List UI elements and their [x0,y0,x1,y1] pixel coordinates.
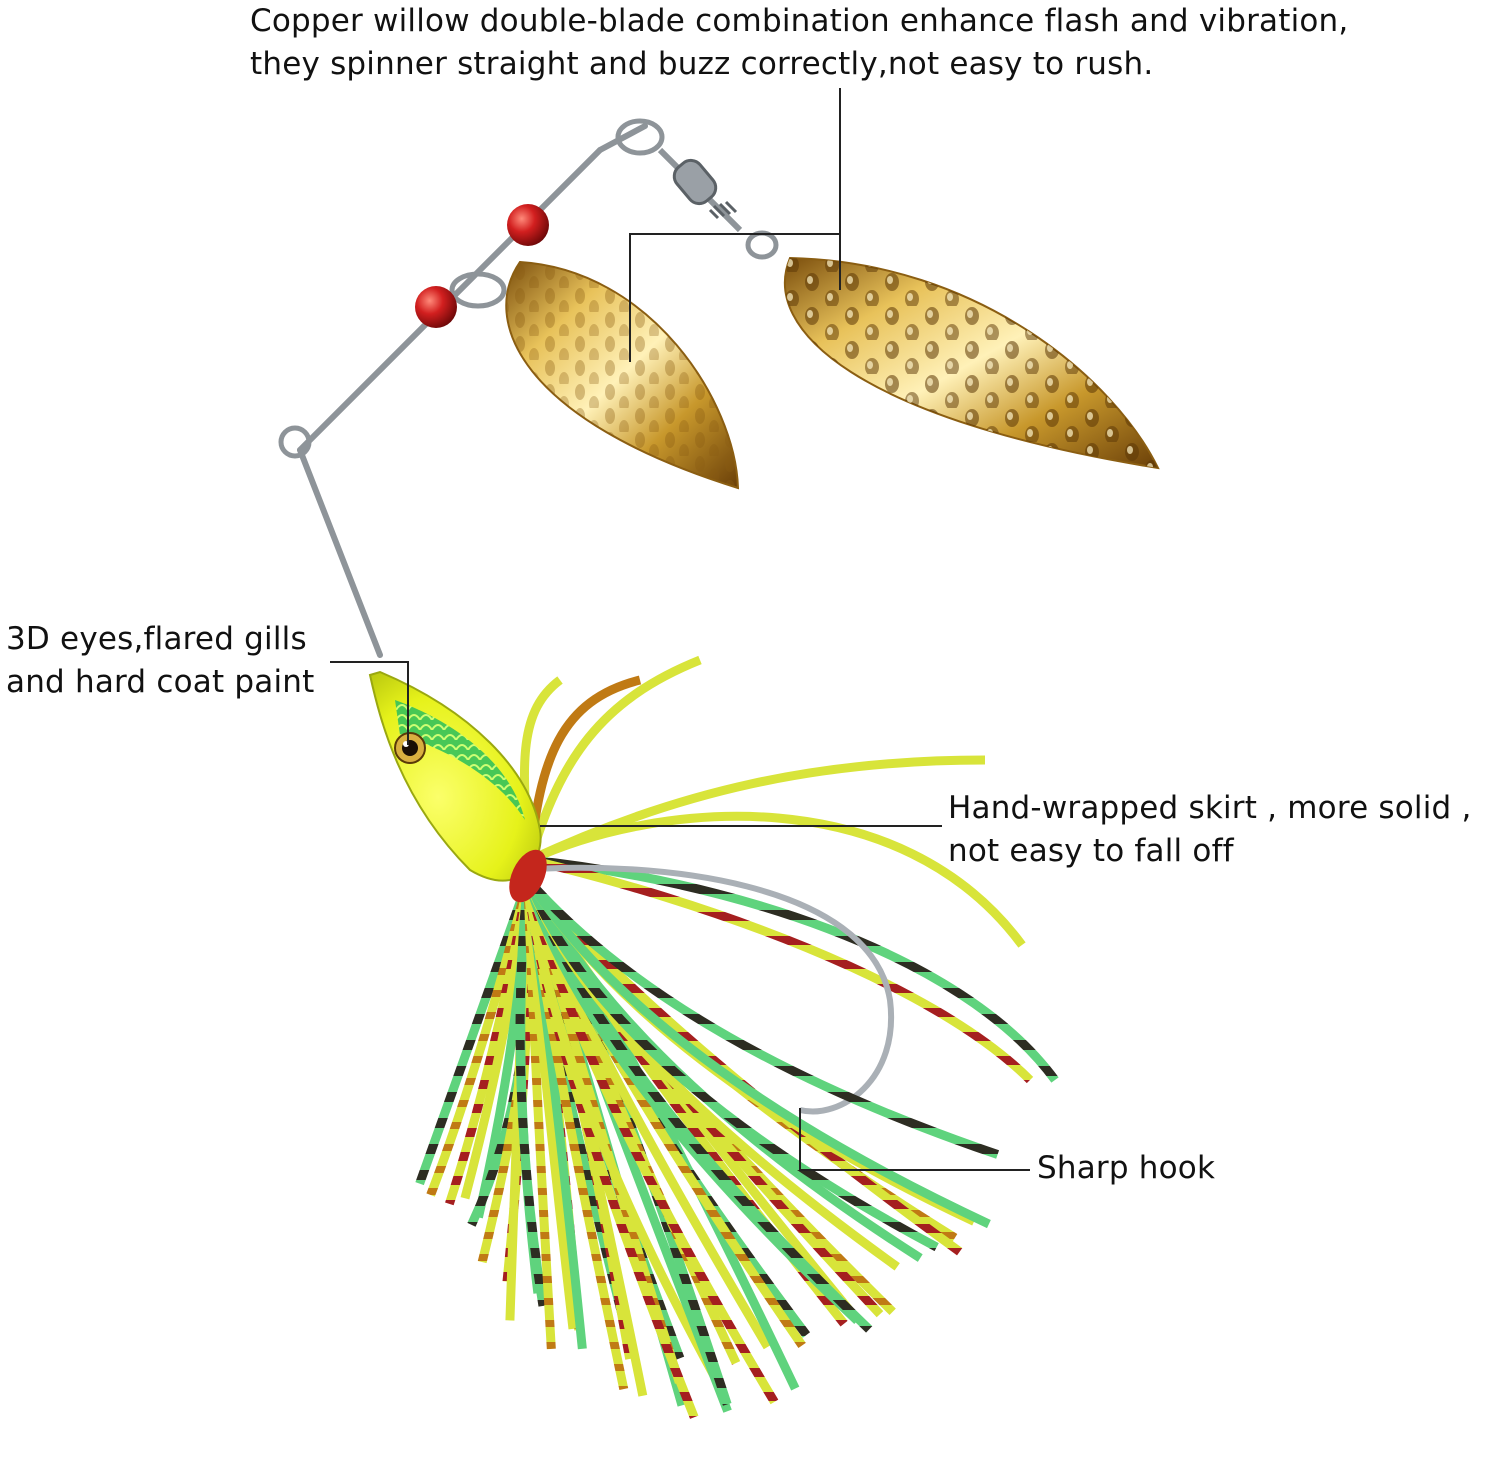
large-willow-blade [784,256,1160,470]
skirt-front-strands [415,877,1000,1419]
lead-head [368,670,542,882]
callout-eyes-line1: 3D eyes,flared gills [6,621,307,657]
callout-skirt-line2: not easy to fall off [948,833,1234,869]
leader-lines [330,88,1030,1171]
leader-eyes [330,661,409,745]
callout-blades-line2: they spinner straight and buzz correctly… [250,46,1154,82]
small-willow-blade [505,260,740,490]
callout-hook-text: Sharp hook [1037,1147,1215,1190]
swivel [657,147,743,233]
wire-loops [278,118,779,459]
callout-skirt-text: Hand-wrapped skirt , more solid , not ea… [948,787,1472,873]
red-bead-upper [507,204,549,246]
callout-eyes-text: 3D eyes,flared gills and hard coat paint [6,618,314,704]
callout-hook-line1: Sharp hook [1037,1150,1216,1186]
leader-blades [629,88,841,362]
skirt-strand [523,879,724,1389]
red-bead-lower [415,286,457,328]
skirt-strand [524,877,1000,1159]
skirt-strand [515,879,548,1307]
skirt-strand [523,878,939,1252]
skirt-strand [524,877,991,1229]
callout-blades-text: Copper willow double-blade combination e… [250,0,1348,86]
thread-wrap [509,849,547,903]
leader-hook [799,1108,1030,1171]
callout-skirt-line1: Hand-wrapped skirt , more solid , [948,790,1472,826]
callout-eyes-line2: and hard coat paint [6,664,315,700]
callout-blades-line1: Copper willow double-blade combination e… [250,3,1349,39]
